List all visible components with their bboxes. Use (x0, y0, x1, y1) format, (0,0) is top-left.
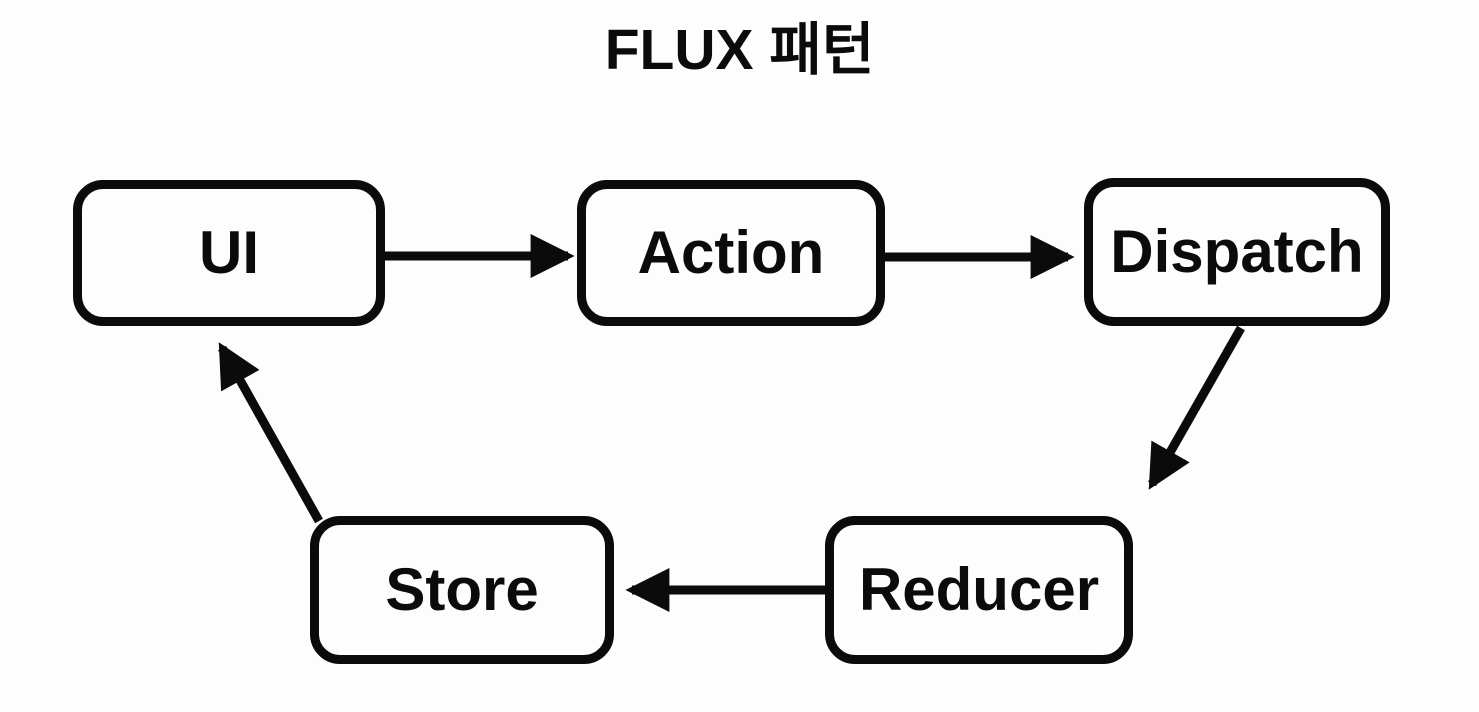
node-reducer: Reducer (825, 516, 1133, 664)
node-store: Store (310, 516, 614, 664)
arrow-dispatch-to-reducer (1148, 325, 1245, 490)
node-dispatch-label: Dispatch (1110, 218, 1364, 285)
node-dispatch: Dispatch (1084, 178, 1390, 326)
node-ui: UI (73, 180, 385, 326)
node-action: Action (577, 180, 885, 326)
node-action-label: Action (637, 219, 825, 286)
node-ui-label: UI (199, 219, 259, 286)
node-store-label: Store (385, 556, 539, 623)
node-reducer-label: Reducer (858, 556, 1100, 623)
diagram-title: FLUX 패턴 (604, 18, 875, 82)
arrow-store-to-ui (218, 342, 323, 524)
